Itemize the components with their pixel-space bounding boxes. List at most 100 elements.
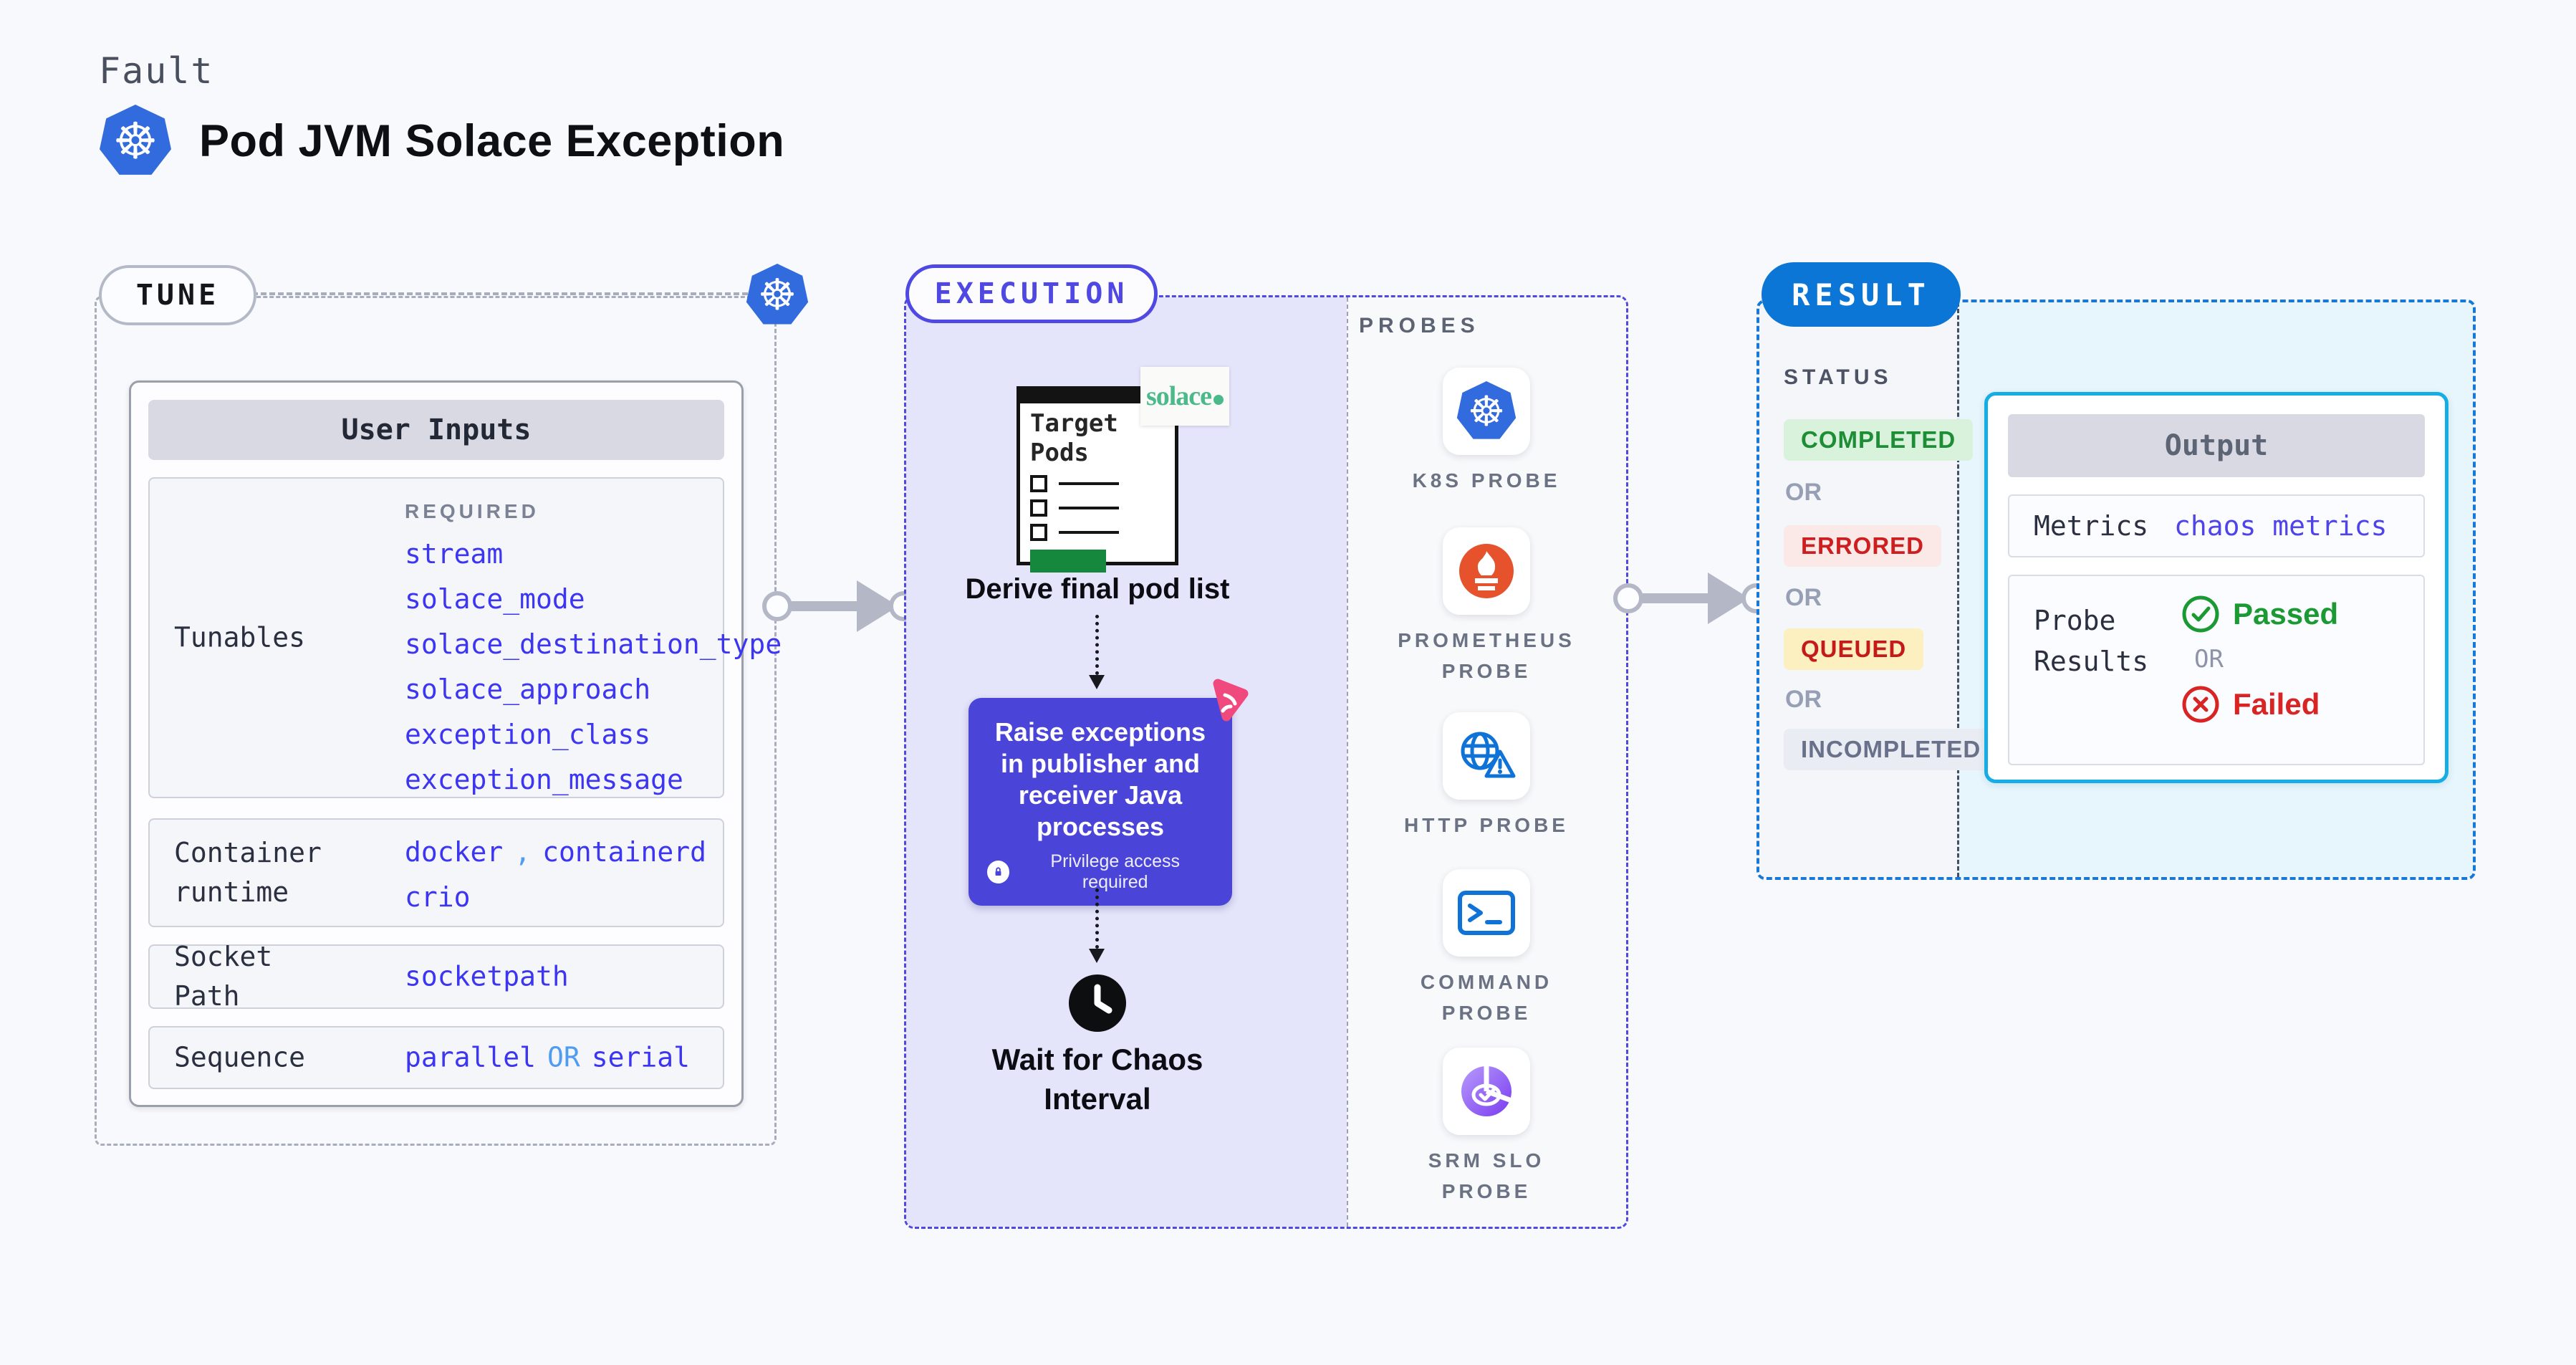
probe-label: PROMETHEUS PROBE [1398, 629, 1575, 683]
status-badge-incompleted: INCOMPLETED [1784, 729, 1999, 770]
fault-kicker: Fault [99, 50, 214, 92]
srm-slo-icon [1443, 1048, 1530, 1135]
page-title: Pod JVM Solace Exception [199, 116, 785, 166]
runtime-value: docker [405, 836, 504, 868]
sequence-value: parallel [405, 1041, 537, 1073]
tunables-row: Tunables REQUIRED stream solace_mode sol… [148, 477, 782, 798]
value-separator: , [514, 836, 532, 868]
output-card: Output Metrics chaos metrics Probe Resul… [1984, 392, 2448, 783]
tunable-value: solace_approach [405, 674, 651, 705]
wait-chaos-interval-label: Wait for Chaos Interval [991, 1043, 1203, 1116]
flow-arrow [1095, 615, 1099, 675]
sequence-values: parallel OR serial [405, 1035, 690, 1081]
user-inputs-card: User Inputs Tunables REQUIRED stream sol… [129, 380, 782, 1107]
flow-arrowhead [1089, 675, 1105, 689]
solace-logo: solace [1140, 367, 1229, 426]
probe-label: K8S PROBE [1412, 469, 1561, 492]
chaos-experiment-icon [1206, 678, 1251, 726]
status-heading: STATUS [1784, 365, 1893, 389]
probe-results-values: Passed OR Failed [2181, 595, 2338, 724]
or-label: OR [1785, 479, 1822, 506]
status-badge-errored: ERRORED [1784, 525, 1942, 567]
solace-logo-dot [1213, 395, 1224, 405]
clock-icon [1067, 973, 1128, 1037]
tunables-label: Tunables [174, 621, 306, 653]
probe-item-srm-slo: SRM SLO PROBE [1345, 1048, 1628, 1207]
connector-dot [1613, 583, 1643, 613]
probe-label: COMMAND PROBE [1420, 971, 1553, 1025]
sequence-label: Sequence [174, 1041, 306, 1073]
probe-label: HTTP PROBE [1404, 814, 1569, 836]
passed-line: Passed [2181, 595, 2338, 633]
runtime-value: containerd [542, 836, 706, 868]
probe-item-prometheus: PROMETHEUS PROBE [1345, 527, 1628, 687]
tunable-value: solace_destination_type [405, 628, 782, 660]
derive-pod-list-label: Derive final pod list [965, 573, 1230, 605]
probe-label: SRM SLO PROBE [1428, 1149, 1545, 1203]
failed-label: Failed [2233, 687, 2320, 721]
status-column [1759, 302, 1957, 877]
probes-heading: PROBES [1359, 314, 1480, 337]
probe-results-row: Probe Results Passed OR Failed [2008, 575, 2425, 765]
window-title-bar [1019, 389, 1176, 403]
flow-arrowhead [1089, 949, 1105, 963]
http-globe-icon [1443, 712, 1530, 800]
result-section-badge: RESULT [1762, 262, 1961, 327]
container-runtime-row: Container runtime docker , containerd cr… [148, 818, 724, 927]
metrics-row: Metrics chaos metrics [2008, 494, 2425, 557]
metrics-label: Metrics [2034, 510, 2149, 542]
status-badge-completed: COMPLETED [1784, 419, 1974, 461]
socket-path-value: socketpath [405, 960, 569, 992]
socket-path-values: socketpath [405, 954, 569, 1000]
checkbox-icon [1030, 523, 1047, 541]
terminal-icon [1443, 869, 1530, 957]
privilege-note: Privilege access required [987, 851, 1213, 893]
probe-item-k8s: K8S PROBE [1345, 368, 1628, 496]
user-inputs-title: User Inputs [148, 400, 724, 460]
execution-section-badge: EXECUTION [905, 264, 1158, 323]
pod-list-item [1030, 523, 1175, 541]
kubernetes-icon [1443, 368, 1530, 455]
container-runtime-label: Container runtime [174, 836, 322, 908]
checkbox-icon [1030, 499, 1047, 517]
tunable-value: exception_message [405, 764, 683, 795]
tune-section-badge: TUNE [99, 265, 256, 325]
or-separator: OR [547, 1041, 580, 1073]
output-title: Output [2008, 414, 2425, 477]
passed-label: Passed [2233, 597, 2339, 631]
check-circle-icon [2182, 595, 2219, 633]
flow-arrow [1095, 889, 1099, 949]
pod-list-item [1030, 474, 1175, 492]
kubernetes-icon [746, 264, 809, 325]
x-circle-icon [2182, 686, 2219, 723]
lock-icon [987, 860, 1010, 883]
sequence-row: Sequence parallel OR serial [148, 1026, 724, 1089]
container-runtime-values: docker , containerd crio [405, 830, 706, 920]
status-badge-queued: QUEUED [1784, 628, 1924, 670]
socket-path-label: Socket Path [174, 940, 273, 1012]
required-label: REQUIRED [405, 500, 539, 522]
tunable-value: exception_class [405, 719, 651, 750]
metrics-value: chaos metrics [2174, 510, 2388, 542]
or-label: OR [1785, 686, 1822, 713]
title-row: Pod JVM Solace Exception [99, 105, 784, 178]
probe-results-label: Probe Results [2034, 605, 2149, 677]
tunable-value: solace_mode [405, 583, 585, 615]
runtime-value: crio [405, 881, 471, 913]
checkbox-icon [1030, 474, 1047, 492]
failed-line: Failed [2181, 685, 2338, 724]
probe-item-command: COMMAND PROBE [1345, 869, 1628, 1029]
target-pods-title: Target Pods [1030, 409, 1118, 467]
pod-list-item [1030, 499, 1175, 517]
select-button-shape [1030, 549, 1106, 573]
tunables-values: REQUIRED stream solace_mode solace_desti… [405, 500, 782, 803]
connector-dot [762, 591, 792, 621]
kubernetes-icon [100, 105, 171, 175]
tune-section [95, 296, 777, 1146]
prometheus-icon [1443, 527, 1530, 615]
sequence-value: serial [591, 1041, 691, 1073]
chaos-action-text: Raise exceptions in publisher and receiv… [994, 717, 1206, 841]
socket-path-row: Socket Path socketpath [148, 941, 724, 1012]
chaos-action-box: Raise exceptions in publisher and receiv… [969, 698, 1232, 906]
